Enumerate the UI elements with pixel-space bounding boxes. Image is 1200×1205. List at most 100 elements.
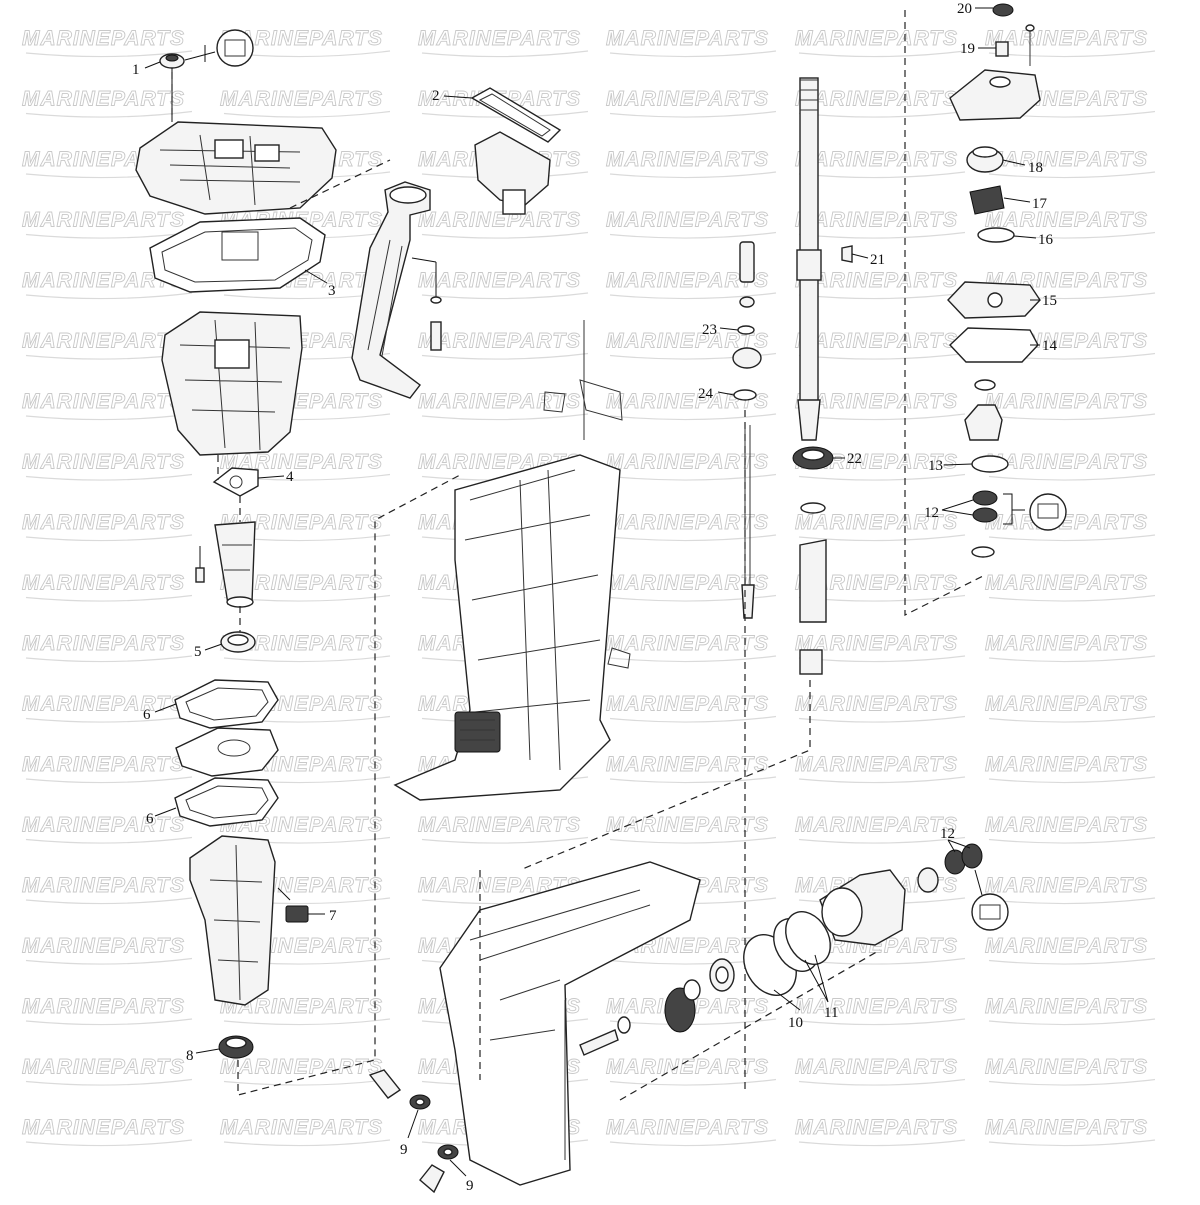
watermark-swoosh <box>25 413 193 421</box>
exhaust-plate <box>474 131 551 215</box>
watermark-text: MARINEPARTS <box>22 874 185 897</box>
watermark-text: MARINEPARTS <box>22 632 185 655</box>
watermark-text: MARINEPARTS <box>220 88 383 111</box>
gasket-part-2 <box>470 87 562 143</box>
watermark-swoosh <box>223 655 391 663</box>
watermark-swoosh <box>609 836 777 844</box>
watermark-text: MARINEPARTS <box>795 693 958 716</box>
callout-9-left: 9 <box>400 1142 408 1158</box>
callout-19: 19 <box>960 41 975 57</box>
watermark-swoosh <box>798 655 966 663</box>
watermark-swoosh <box>609 231 777 239</box>
oil-pan-housing <box>161 311 303 456</box>
watermark-text: MARINEPARTS <box>22 935 185 958</box>
watermark-swoosh <box>25 473 193 481</box>
water-tube-part <box>195 521 256 608</box>
watermark-swoosh <box>421 413 589 421</box>
watermark-swoosh <box>223 1078 391 1086</box>
shaft-spacers <box>799 502 827 675</box>
callout-17: 17 <box>1032 196 1048 212</box>
gear-case-lower <box>439 861 701 1186</box>
watermark-text: MARINEPARTS <box>220 1116 383 1139</box>
watermark-swoosh <box>25 655 193 663</box>
watermark-text: MARINEPARTS <box>795 814 958 837</box>
guide-line <box>904 10 986 616</box>
watermark-swoosh <box>988 1018 1156 1026</box>
watermark-text: MARINEPARTS <box>795 632 958 655</box>
watermark-text: MARINEPARTS <box>22 209 185 232</box>
watermark-text: MARINEPARTS <box>22 753 185 776</box>
watermark-swoosh <box>798 413 966 421</box>
watermark-swoosh <box>798 292 966 300</box>
watermark-text: MARINEPARTS <box>220 632 383 655</box>
watermark-swoosh <box>798 171 966 179</box>
watermark-swoosh <box>25 534 193 542</box>
watermark-text: MARINEPARTS <box>22 451 185 474</box>
watermark-swoosh <box>223 1139 391 1147</box>
watermark-swoosh <box>25 1078 193 1086</box>
watermark-text: MARINEPARTS <box>22 27 185 50</box>
watermark-swoosh <box>798 715 966 723</box>
watermark-swoosh <box>609 715 777 723</box>
watermark-text: MARINEPARTS <box>606 451 769 474</box>
watermark-text: MARINEPARTS <box>22 269 185 292</box>
callout-4: 4 <box>286 469 294 485</box>
watermark-swoosh <box>25 836 193 844</box>
gasket-part-15 <box>947 281 1041 319</box>
watermark-text: MARINEPARTS <box>606 88 769 111</box>
watermark-text: MARINEPARTS <box>795 27 958 50</box>
watermark-swoosh <box>421 352 589 360</box>
watermark-text: MARINEPARTS <box>606 269 769 292</box>
callout-13: 13 <box>928 458 943 474</box>
watermark-swoosh <box>798 1139 966 1147</box>
watermark-swoosh <box>988 50 1156 58</box>
watermark-text: MARINEPARTS <box>22 1116 185 1139</box>
callout-labels: 1 2 3 4 5 6 6 7 8 9 9 10 11 12 12 13 14 … <box>132 1 1058 1194</box>
watermark-swoosh <box>25 776 193 784</box>
watermark-swoosh <box>223 110 391 118</box>
watermark-swoosh <box>609 473 777 481</box>
prop-shaft-housing <box>819 869 906 946</box>
watermark-swoosh <box>798 110 966 118</box>
callout-22: 22 <box>847 451 862 467</box>
watermark-text: MARINEPARTS <box>22 1056 185 1079</box>
watermark-swoosh <box>988 534 1156 542</box>
watermark-text: MARINEPARTS <box>22 511 185 534</box>
watermark-text: MARINEPARTS <box>220 451 383 474</box>
watermark-text: MARINEPARTS <box>985 814 1148 837</box>
watermark-swoosh <box>25 957 193 965</box>
watermark-swoosh <box>25 110 193 118</box>
o-rings-part-10-11 <box>743 911 831 996</box>
pump-housing <box>949 69 1041 121</box>
watermark-text: MARINEPARTS <box>985 511 1148 534</box>
watermark-swoosh <box>609 534 777 542</box>
watermark-swoosh <box>988 594 1156 602</box>
seal-part-8 <box>218 1035 254 1059</box>
watermark-text: MARINEPARTS <box>220 27 383 50</box>
watermark-text: MARINEPARTS <box>418 27 581 50</box>
watermark-text: MARINEPARTS <box>606 330 769 353</box>
watermark-text: MARINEPARTS <box>606 632 769 655</box>
bearing-part-22 <box>792 446 834 470</box>
watermark-text: MARINEPARTS <box>985 148 1148 171</box>
watermark-swoosh <box>988 776 1156 784</box>
watermark-swoosh <box>988 1078 1156 1086</box>
watermark-swoosh <box>421 292 589 300</box>
watermark-swoosh <box>25 231 193 239</box>
watermark-swoosh <box>988 413 1156 421</box>
screw-part-9b <box>419 1144 459 1194</box>
bolt-and-washer <box>411 257 442 351</box>
pump-base <box>964 379 1003 441</box>
watermark-swoosh <box>25 594 193 602</box>
watermark-text: MARINEPARTS <box>220 995 383 1018</box>
watermark-swoosh <box>798 50 966 58</box>
watermark-swoosh <box>609 1078 777 1086</box>
guide-line <box>289 159 391 209</box>
watermark-text: MARINEPARTS <box>985 693 1148 716</box>
watermark-text: MARINEPARTS <box>985 572 1148 595</box>
callout-3: 3 <box>328 283 336 299</box>
watermark-text: MARINEPARTS <box>606 390 769 413</box>
watermark-swoosh <box>798 473 966 481</box>
watermark-text: MARINEPARTS <box>985 451 1148 474</box>
